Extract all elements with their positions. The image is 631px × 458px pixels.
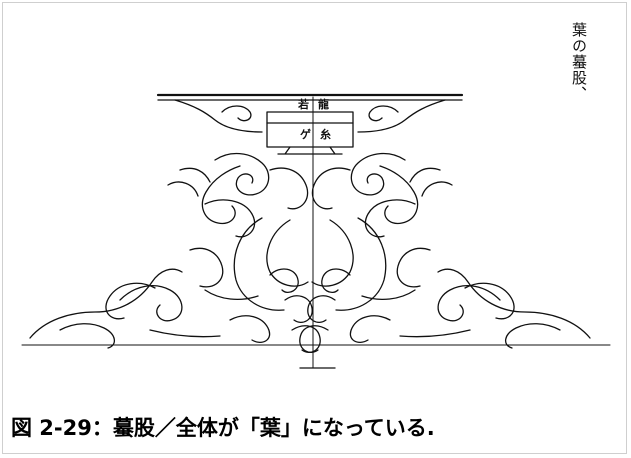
vertical-title: 葉の蟇股、 [570,22,588,102]
upper-clouds [167,152,453,238]
svg-text:糸: 糸 [320,127,331,141]
figure-frame [2,2,627,454]
side-scrolls [29,247,591,349]
svg-text:ゲ: ゲ [300,127,311,141]
figure-caption: 図 2-29：蟇股／全体が「葉」になっている. [11,416,435,440]
middle-body [233,217,387,353]
svg-text:若: 若 [298,97,320,111]
center-block [266,111,354,155]
kaerumata-drawing: 若 龍 ゲ 糸 [21,93,611,369]
svg-text:龍: 龍 [318,97,329,111]
top-beam [156,93,464,133]
block-annotations: 若 龍 ゲ 糸 [298,97,331,141]
